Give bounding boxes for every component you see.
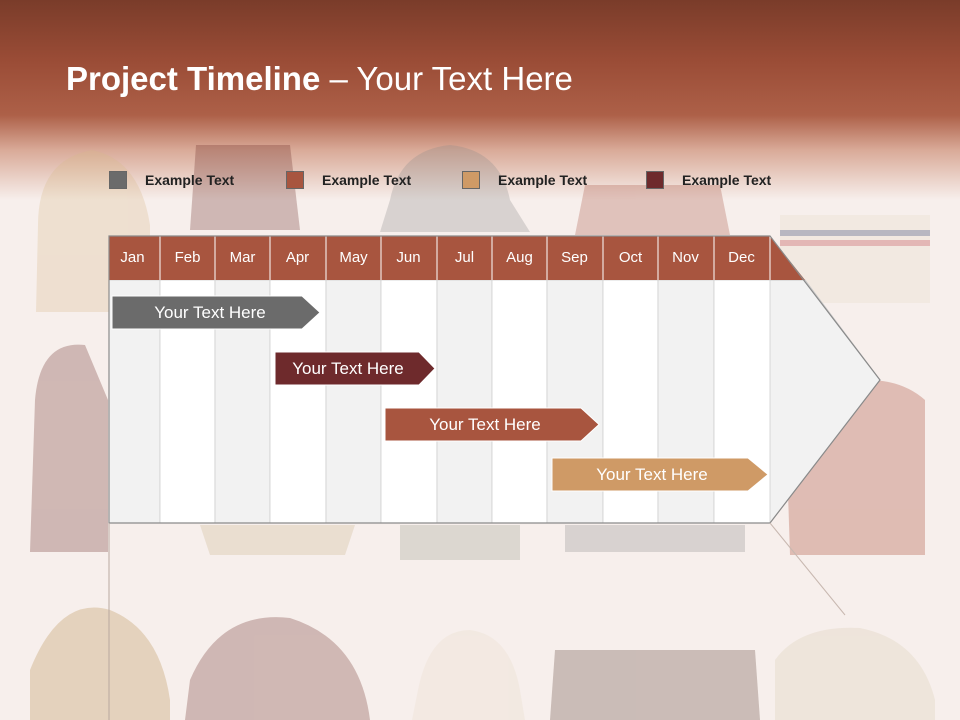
month-label: Nov [672,249,699,266]
month-column [325,279,382,524]
month-label: Mar [229,249,256,266]
title-bold: Project Timeline [66,60,321,97]
title-subtitle: – Your Text Here [320,60,573,97]
task-bar [551,457,769,492]
month-label: Dec [728,249,755,266]
legend-swatch-3 [462,171,480,189]
month-label: Oct [618,249,643,266]
month-label: Feb [174,249,201,266]
task-label-1: Your Text Here [154,303,266,322]
timeline-arrow-outline [108,235,881,524]
legend-swatch-2 [286,171,304,189]
header-band [0,0,960,200]
month-column [380,279,438,524]
legend-swatch-4 [646,171,664,189]
task-bar [384,407,600,442]
month-label: Jun [396,249,421,266]
month-label: Aug [506,249,533,266]
reflection-line-right [769,522,846,616]
task-bar [111,295,321,330]
page-title: Project Timeline – Your Text Here [66,60,926,104]
month-column [491,279,548,524]
month-label: May [339,249,368,266]
task-label-3: Your Text Here [429,415,541,434]
month-label: Apr [285,249,310,266]
task-label-2: Your Text Here [292,359,404,378]
legend-label-2: Example Text [322,172,412,188]
legend-label-3: Example Text [498,172,588,188]
legend-swatch-1 [109,171,127,189]
task-label-4: Your Text Here [596,465,708,484]
month-header-bar [109,236,805,280]
legend-label-1: Example Text [145,172,235,188]
legend-label-4: Example Text [682,172,772,188]
task-bar [274,351,436,386]
month-column [436,279,493,524]
month-label: Sep [561,249,588,266]
month-label: Jan [120,249,145,266]
month-label: Jul [454,249,475,266]
